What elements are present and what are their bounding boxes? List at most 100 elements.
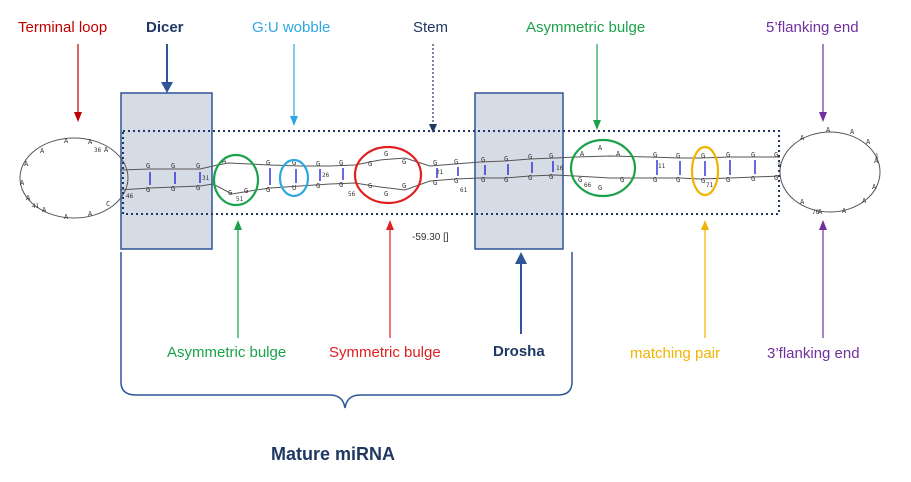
annotation-arrows [74,44,827,338]
mature-mirna-brace [120,252,573,409]
gu-wobble-oval [278,158,310,198]
base-pair-bonds [149,160,756,185]
svg-text:A: A [580,150,585,158]
matching-pair-label: matching pair [630,345,720,362]
svg-text:A: A [616,150,621,158]
svg-text:G: G [339,181,343,189]
svg-text:G: G [384,150,388,158]
position-61: 61 [460,187,468,194]
svg-text:G: G [196,184,200,192]
svg-text:A: A [26,194,31,202]
svg-text:G: G [549,173,553,181]
asym-bulge-left-oval [212,153,260,207]
svg-text:G: G [774,174,778,182]
svg-text:A: A [64,137,69,145]
svg-text:G: G [751,151,755,159]
three-flank-label: 3’flanking end [767,345,860,362]
position-36: 36 [94,147,102,154]
svg-text:A: A [88,138,93,146]
svg-text:G: G [676,152,680,160]
position-56: 56 [348,191,356,198]
svg-text:G: G [481,156,485,164]
svg-text:A: A [104,146,109,154]
svg-text:G: G [481,176,485,184]
svg-text:G: G [266,159,270,167]
svg-text:G: G [368,182,372,190]
svg-text:G: G [578,176,582,184]
svg-text:A: A [866,138,871,146]
asym-bulge-bottom-label: Asymmetric bulge [167,344,286,361]
svg-text:G: G [368,160,372,168]
stem-label: Stem [413,19,448,36]
svg-text:G: G [171,162,175,170]
dicer-label: Dicer [146,19,184,36]
symmetric-bulge-label: Symmetric bulge [329,344,441,361]
svg-text:A: A [818,208,823,216]
drosha-label: Drosha [493,343,545,360]
svg-text:A: A [24,160,29,168]
bottom-strand [119,174,781,195]
svg-text:G: G [228,189,232,197]
svg-text:A: A [874,157,879,165]
svg-text:A: A [222,157,227,165]
position-46: 46 [126,193,134,200]
terminal-loop-nucleotides: A A A A A A A A A A C [20,137,110,221]
svg-text:G: G [316,160,320,168]
position-16: 16 [556,165,564,172]
svg-text:G: G [774,151,778,159]
gu-wobble-label: G:U wobble [252,19,330,36]
svg-text:A: A [20,179,25,187]
asym-bulge-right-oval [569,138,637,198]
svg-text:G: G [454,177,458,185]
svg-text:G: G [726,176,730,184]
svg-text:A: A [42,206,47,214]
svg-text:G: G [433,159,437,167]
energy-label: -59.30 [] [412,232,449,243]
svg-text:G: G [701,152,705,160]
svg-text:G: G [171,185,175,193]
svg-text:G: G [528,153,532,161]
position-71: 71 [706,182,714,189]
terminal-loop-label: Terminal loop [18,19,107,36]
svg-text:G: G [549,152,553,160]
position-21: 21 [436,169,444,176]
svg-text:G: G [701,177,705,185]
mature-mirna-label: Mature miRNA [271,444,395,464]
svg-text:G: G [676,176,680,184]
svg-text:A: A [862,197,867,205]
symmetric-bulge-oval [353,145,423,205]
position-41: 41 [32,203,40,210]
svg-text:G: G [528,174,532,182]
asym-bulge-top-label: Asymmetric bulge [526,19,645,36]
position-1: 1 [875,153,879,160]
svg-text:A: A [800,198,805,206]
svg-text:G: G [146,186,150,194]
svg-text:G: G [598,184,602,192]
svg-text:G: G [620,176,624,184]
matching-pair-oval [690,145,720,197]
svg-text:A: A [872,183,877,191]
dicer-cut-box [120,92,213,250]
svg-text:G: G [454,158,458,166]
svg-text:G: G [402,158,406,166]
position-51: 51 [236,196,244,203]
svg-text:G: G [292,159,296,167]
svg-text:G: G [504,155,508,163]
svg-text:G: G [653,176,657,184]
svg-text:G: G [653,151,657,159]
svg-text:G: G [402,182,406,190]
flanking-end-nucleotides: A A A A A A A A A A [800,126,879,216]
svg-text:A: A [826,126,831,134]
stem-nucleotides: G G G G G G A G G G G G U G G G G G G G G G G G G G G G… [146,144,778,198]
svg-text:G: G [384,190,388,198]
svg-text:A: A [64,213,69,221]
svg-text:A: A [40,147,45,155]
svg-text:A: A [842,207,847,215]
svg-text:G: G [244,187,248,195]
svg-text:G: G [316,182,320,190]
svg-text:G: G [196,162,200,170]
position-66: 66 [584,182,592,189]
svg-text:G: G [339,159,343,167]
svg-text:U: U [292,184,296,192]
